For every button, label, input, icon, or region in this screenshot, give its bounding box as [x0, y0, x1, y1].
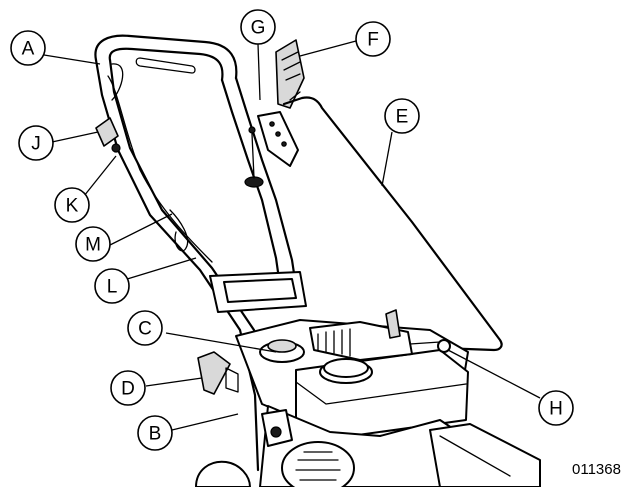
callout-e: E	[384, 98, 420, 134]
callout-b: B	[137, 415, 173, 451]
svg-text:C: C	[138, 319, 152, 340]
callout-l: L	[94, 268, 130, 304]
callout-f: F	[355, 21, 391, 57]
svg-text:B: B	[149, 424, 162, 445]
callout-j: J	[18, 125, 54, 161]
svg-text:E: E	[396, 107, 409, 128]
switch-box-g	[244, 111, 299, 188]
handle-frame	[94, 34, 307, 472]
figure-reference: 011368	[572, 461, 621, 478]
svg-text:M: M	[85, 235, 101, 256]
callout-k: K	[54, 187, 90, 223]
callout-h: H	[538, 390, 574, 426]
svg-text:F: F	[367, 30, 379, 51]
leader-lines	[43, 40, 541, 431]
svg-text:G: G	[251, 18, 266, 39]
callout-d: D	[110, 370, 146, 406]
callout-c: C	[127, 310, 163, 346]
svg-text:J: J	[31, 134, 41, 155]
rod-e	[282, 91, 503, 352]
callout-g: G	[240, 9, 276, 45]
svg-text:H: H	[549, 399, 563, 420]
svg-text:K: K	[66, 196, 79, 217]
svg-text:D: D	[121, 379, 135, 400]
callout-a: A	[10, 30, 46, 66]
grip-f	[275, 39, 305, 109]
engine-body	[195, 309, 541, 487]
svg-text:A: A	[22, 39, 35, 60]
svg-text:L: L	[107, 277, 118, 298]
lever-j	[95, 117, 121, 153]
callout-m: M	[75, 226, 111, 262]
